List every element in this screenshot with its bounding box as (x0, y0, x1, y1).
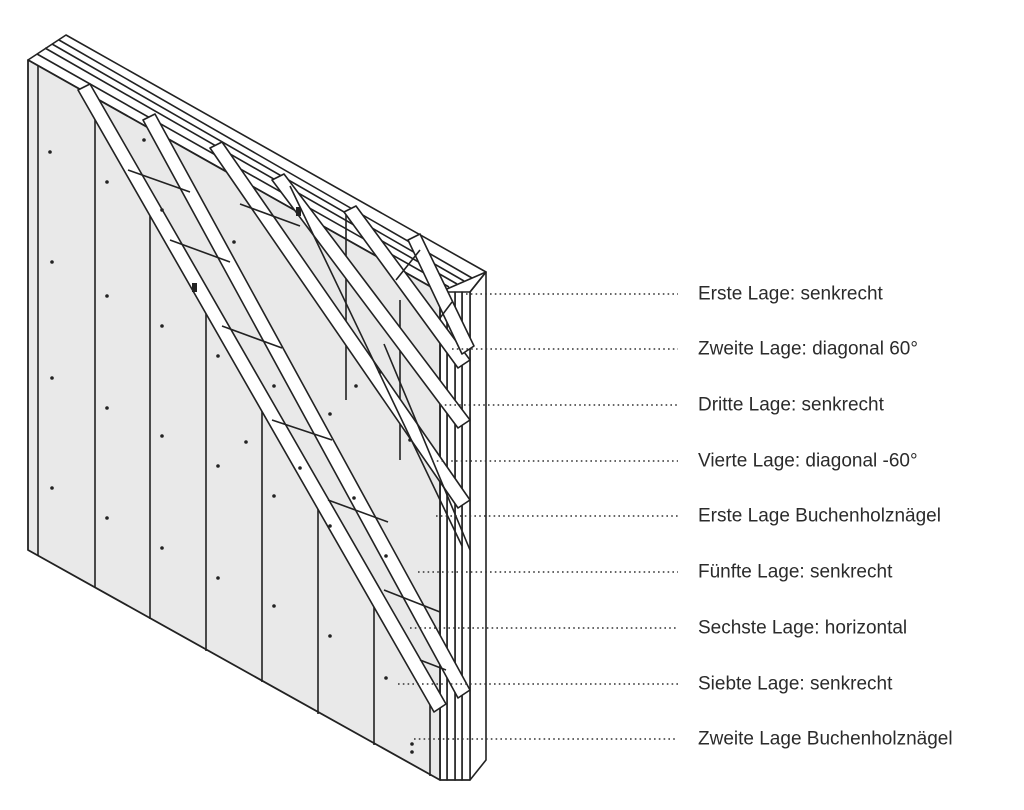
horizontal-seams (127, 169, 453, 671)
label-layer-5: Fünfte Lage: senkrecht (698, 562, 893, 583)
callout-labels: Erste Lage: senkrecht Zweite Lage: diago… (698, 284, 953, 750)
label-layer-6: Sechste Lage: horizontal (698, 618, 907, 639)
label-layer-4: Vierte Lage: diagonal -60° (698, 451, 918, 472)
label-layer-3: Dritte Lage: senkrecht (698, 395, 885, 416)
vertical-board-seams (37, 66, 431, 776)
label-nails-1: Erste Lage Buchenholznägel (698, 506, 941, 527)
label-layer-1: Erste Lage: senkrecht (698, 284, 884, 305)
label-layer-7: Siebte Lage: senkrecht (698, 674, 893, 695)
label-layer-2: Zweite Lage: diagonal 60° (698, 339, 918, 360)
nail-dots (48, 138, 414, 754)
callout-leaders (398, 293, 678, 740)
label-nails-2: Zweite Lage Buchenholznägel (698, 729, 953, 750)
beech-nails (192, 207, 301, 292)
layered-wall-panel (27, 34, 487, 781)
